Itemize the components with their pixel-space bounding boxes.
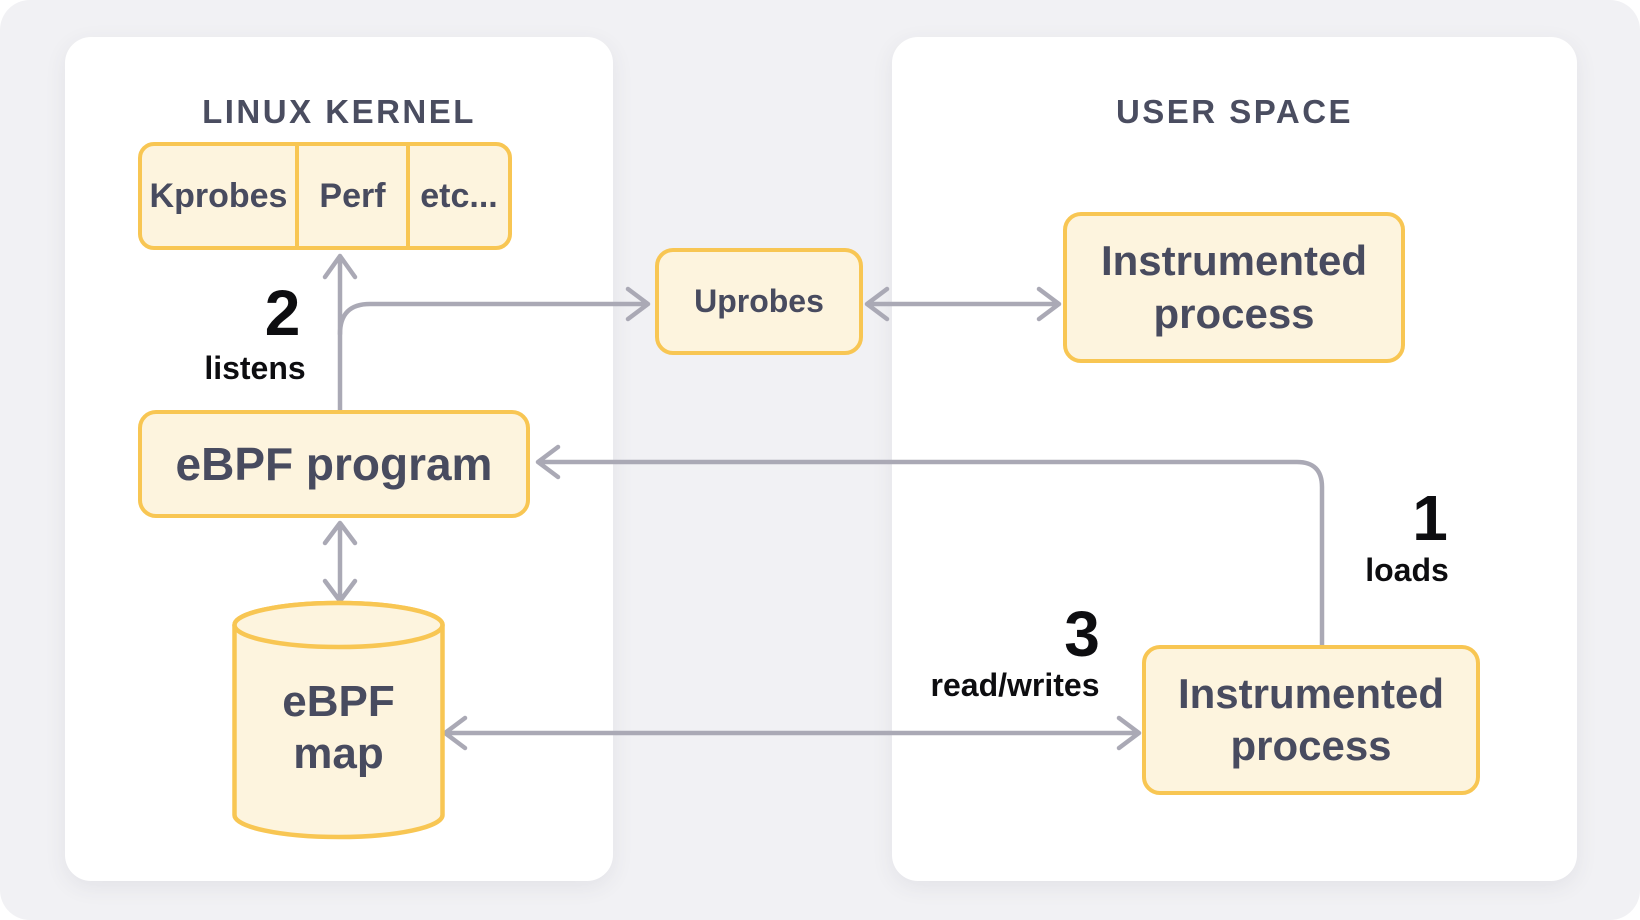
step2-label: listens xyxy=(204,350,306,386)
step3-label: read/writes xyxy=(930,667,1100,703)
uprobes-box: Uprobes xyxy=(655,248,863,355)
linux-kernel-title: LINUX KERNEL xyxy=(202,93,476,130)
probe-cell-etc: etc... xyxy=(406,146,508,246)
step3-number: 3 xyxy=(1064,598,1100,670)
uprobes-label: Uprobes xyxy=(694,283,824,319)
instrumented-process-bottom-label: Instrumented process xyxy=(1177,669,1445,770)
kernel-probes-box: Kprobes Perf etc... xyxy=(138,142,512,250)
ebpf-map-label-line1: eBPF xyxy=(282,677,395,726)
instrumented-process-top-label: Instrumented process xyxy=(1100,237,1368,337)
user-space-title: USER SPACE xyxy=(1115,93,1354,130)
ebpf-map-label: eBPF map xyxy=(238,676,439,780)
probe-cell-kprobes: Kprobes xyxy=(149,176,288,215)
instrumented-process-bottom-box: Instrumented process xyxy=(1142,645,1480,795)
instrumented-process-top-box: Instrumented process xyxy=(1063,212,1405,363)
ebpf-program-label: eBPF program xyxy=(175,438,493,490)
step1-number: 1 xyxy=(1412,482,1448,554)
probe-cell-perf: Perf xyxy=(295,146,406,246)
step1-label: loads xyxy=(1365,552,1449,588)
step2-number: 2 xyxy=(264,277,301,349)
ebpf-program-box: eBPF program xyxy=(138,410,530,518)
ebpf-map-label-line2: map xyxy=(293,728,384,778)
